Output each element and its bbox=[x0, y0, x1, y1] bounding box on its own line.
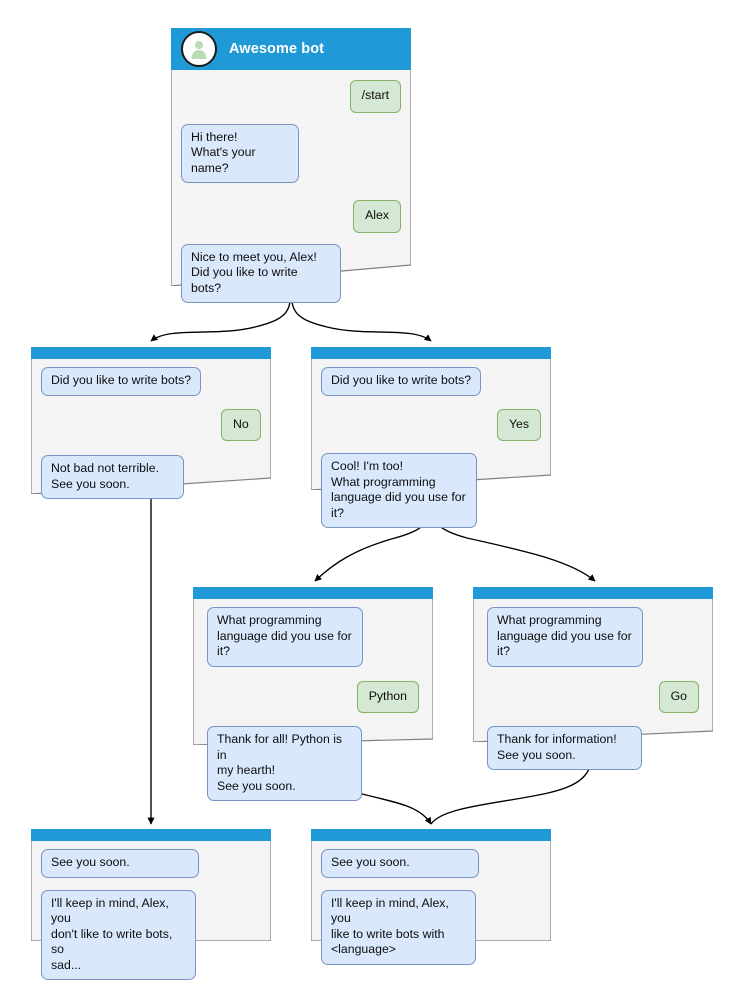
message-row: What programming language did you use fo… bbox=[487, 607, 699, 667]
message-row: I'll keep in mind, Alex, you like to wri… bbox=[321, 889, 541, 965]
node-go-branch-chat: What programming language did you use fo… bbox=[473, 599, 713, 789]
node-end-sad[interactable]: See you soon. I'll keep in mind, Alex, y… bbox=[31, 829, 271, 980]
bot-message-bubble[interactable]: What programming language did you use fo… bbox=[207, 607, 363, 667]
node-root-chat: /start Hi there! What's your name? Alex … bbox=[171, 70, 411, 322]
user-message-bubble[interactable]: No bbox=[221, 408, 261, 441]
node-yes-branch[interactable]: Did you like to write bots? Yes Cool! I'… bbox=[311, 347, 551, 528]
message-row: Yes bbox=[321, 408, 541, 441]
user-message-bubble[interactable]: Go bbox=[658, 680, 699, 713]
node-end-happy[interactable]: See you soon. I'll keep in mind, Alex, y… bbox=[311, 829, 551, 965]
bot-message-bubble[interactable]: Thank for all! Python is in my hearth! S… bbox=[207, 726, 362, 801]
user-message-bubble[interactable]: Yes bbox=[496, 408, 541, 441]
bot-message-bubble[interactable]: Nice to meet you, Alex! Did you like to … bbox=[181, 243, 341, 303]
user-message-bubble[interactable]: Python bbox=[356, 680, 419, 713]
node-python-branch-chat: What programming language did you use fo… bbox=[193, 599, 433, 820]
node-no-branch-titlebar bbox=[31, 347, 271, 359]
node-end-happy-titlebar bbox=[311, 829, 551, 841]
bot-message-bubble[interactable]: Thank for information! See you soon. bbox=[487, 726, 642, 770]
node-no-branch-chat: Did you like to write bots? No Not bad n… bbox=[31, 359, 271, 518]
message-row: Nice to meet you, Alex! Did you like to … bbox=[181, 243, 401, 303]
message-row: See you soon. bbox=[321, 849, 541, 878]
message-row: I'll keep in mind, Alex, you don't like … bbox=[41, 889, 261, 980]
message-row: Go bbox=[487, 680, 699, 713]
user-message-bubble[interactable]: /start bbox=[349, 80, 401, 113]
message-row: Alex bbox=[181, 200, 401, 233]
node-go-branch[interactable]: What programming language did you use fo… bbox=[473, 587, 713, 770]
node-end-sad-chat: See you soon. I'll keep in mind, Alex, y… bbox=[31, 841, 271, 999]
bot-message-bubble[interactable]: I'll keep in mind, Alex, you like to wri… bbox=[321, 889, 476, 965]
bot-title: Awesome bot bbox=[229, 41, 325, 57]
node-python-branch[interactable]: What programming language did you use fo… bbox=[193, 587, 433, 801]
message-row: Cool! I'm too! What programming language… bbox=[321, 453, 541, 528]
node-root[interactable]: Awesome bot /start Hi there! What's your… bbox=[171, 28, 411, 303]
message-row: Did you like to write bots? bbox=[321, 367, 541, 396]
bot-message-bubble[interactable]: See you soon. bbox=[321, 849, 479, 878]
bot-message-bubble[interactable]: Did you like to write bots? bbox=[41, 367, 202, 396]
message-row: Thank for all! Python is in my hearth! S… bbox=[207, 726, 419, 801]
node-yes-branch-chat: Did you like to write bots? Yes Cool! I'… bbox=[311, 359, 551, 547]
node-go-branch-titlebar bbox=[473, 587, 713, 599]
bot-message-bubble[interactable]: What programming language did you use fo… bbox=[487, 607, 643, 667]
bot-avatar-person-icon bbox=[181, 31, 217, 67]
node-python-branch-titlebar bbox=[193, 587, 433, 599]
message-row: /start bbox=[181, 80, 401, 113]
node-no-branch[interactable]: Did you like to write bots? No Not bad n… bbox=[31, 347, 271, 499]
bot-message-bubble[interactable]: I'll keep in mind, Alex, you don't like … bbox=[41, 889, 196, 980]
bot-message-bubble[interactable]: Not bad not terrible. See you soon. bbox=[41, 455, 184, 499]
node-end-happy-chat: See you soon. I'll keep in mind, Alex, y… bbox=[311, 841, 551, 984]
message-row: Hi there! What's your name? bbox=[181, 123, 401, 183]
bot-message-bubble[interactable]: Cool! I'm too! What programming language… bbox=[321, 453, 477, 528]
node-yes-branch-titlebar bbox=[311, 347, 551, 359]
message-row: Did you like to write bots? bbox=[41, 367, 261, 396]
bot-message-bubble[interactable]: Hi there! What's your name? bbox=[181, 123, 299, 183]
node-root-titlebar: Awesome bot bbox=[171, 28, 411, 70]
message-row: What programming language did you use fo… bbox=[207, 607, 419, 667]
message-row: No bbox=[41, 408, 261, 441]
message-row: Not bad not terrible. See you soon. bbox=[41, 455, 261, 499]
flow-diagram-canvas: Awesome bot /start Hi there! What's your… bbox=[31, 28, 713, 980]
bot-message-bubble[interactable]: Did you like to write bots? bbox=[321, 367, 482, 396]
message-row: Thank for information! See you soon. bbox=[487, 726, 699, 770]
bot-message-bubble[interactable]: See you soon. bbox=[41, 849, 199, 878]
message-row: See you soon. bbox=[41, 849, 261, 878]
message-row: Python bbox=[207, 680, 419, 713]
user-message-bubble[interactable]: Alex bbox=[353, 200, 401, 233]
node-end-sad-titlebar bbox=[31, 829, 271, 841]
